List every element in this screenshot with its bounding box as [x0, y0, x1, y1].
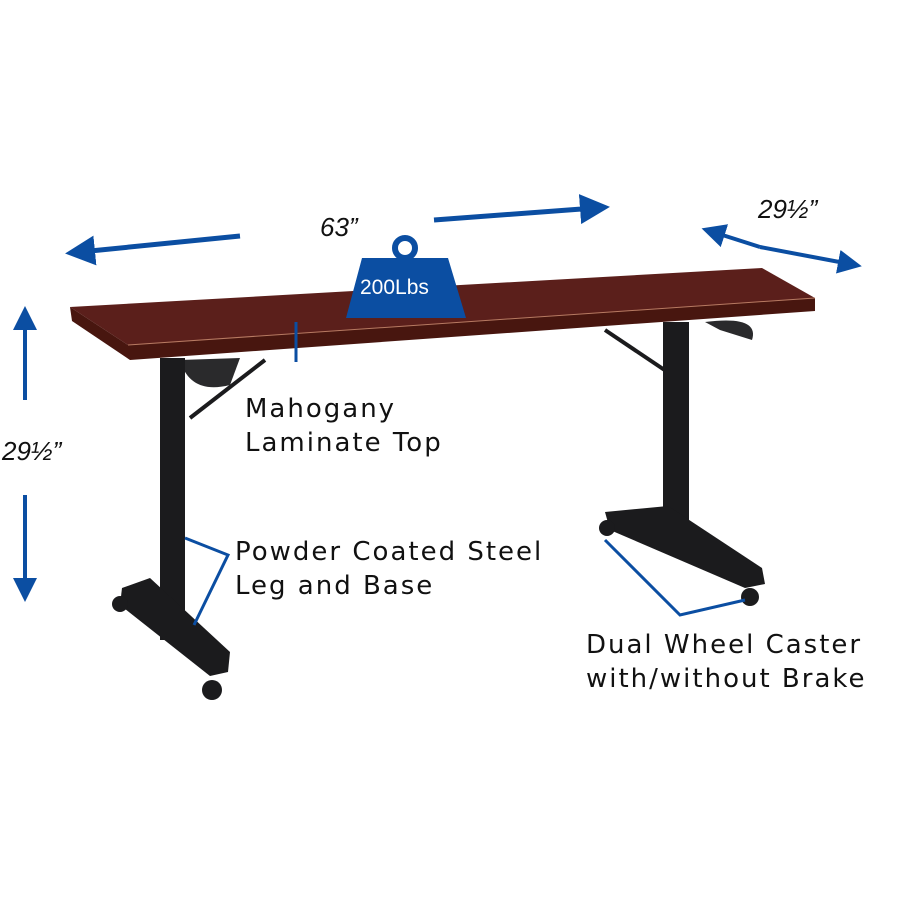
callout-top-line1: Mahogany: [245, 394, 397, 424]
left-leg: [112, 358, 267, 700]
caster-wheel: [202, 680, 222, 700]
depth-dimension: 29½”: [758, 194, 818, 224]
width-arrow: [65, 194, 610, 266]
callout-leg-line1: Powder Coated Steel: [235, 537, 544, 567]
callout-leg-line2: Leg and Base: [235, 571, 435, 601]
height-dimension: 29½”: [2, 436, 62, 466]
weight-icon: [346, 235, 466, 318]
callout-caster-line2: with/without Brake: [586, 664, 867, 694]
right-leg: [599, 320, 765, 606]
weight-capacity-label: 200Lbs: [360, 276, 429, 299]
callout-caster: Dual Wheel Caster with/without Brake: [586, 628, 867, 696]
callout-pointers: [184, 322, 746, 626]
depth-arrow: [701, 224, 862, 274]
callout-top: Mahogany Laminate Top: [245, 392, 443, 460]
caster-wheel: [741, 588, 759, 606]
callout-caster-line1: Dual Wheel Caster: [586, 630, 863, 660]
caster-wheel: [112, 596, 128, 612]
caster-wheel: [599, 520, 615, 536]
callout-leg: Powder Coated Steel Leg and Base: [235, 535, 543, 603]
callout-top-line2: Laminate Top: [245, 428, 443, 458]
width-dimension: 63”: [320, 212, 358, 242]
